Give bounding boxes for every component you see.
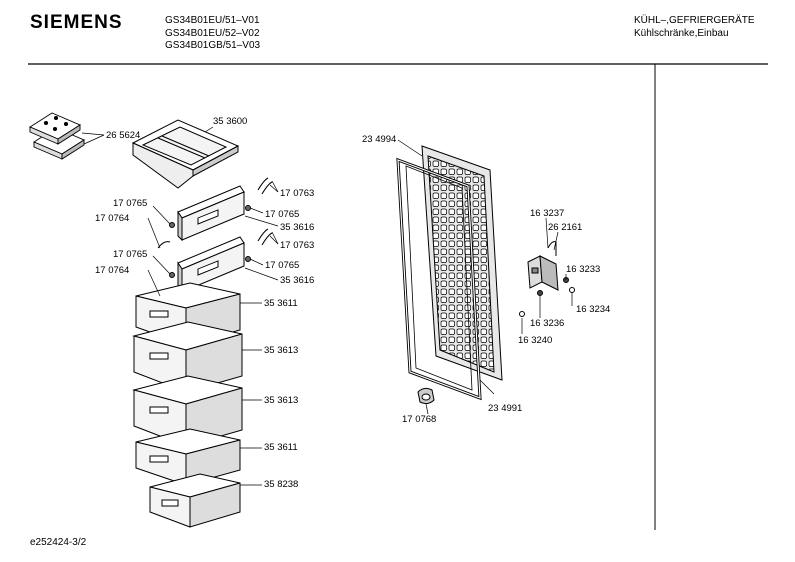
drawer-2 [132,321,243,393]
label-left-spring-a: 17 0764 [95,213,130,224]
label-bracket-screw: 16 3237 [530,208,565,219]
label-door: 23 4994 [362,134,397,145]
model-number-1: GS34B01EU/51–V01 [165,15,260,26]
freezer-flap-a [177,185,245,242]
label-flap-a: 35 3616 [280,222,315,233]
label-cap-b: 16 3240 [518,335,553,346]
category-line-2: Kühlschränke,Einbau [634,27,729,39]
label-bracket-nut: 16 3233 [566,264,601,275]
category: KÜHL–,GEFRIERGERÄTE Kühlschränke,Einbau [634,15,755,40]
diagram-code: e252424-3/2 [30,537,87,548]
label-left-pin-a: 17 0765 [113,198,148,209]
model-number-2: GS34B01EU/52–V02 [165,27,260,39]
label-drawer-2: 35 3613 [264,345,299,356]
label-left-spring-b: 17 0764 [95,265,130,276]
category-line-1: KÜHL–,GEFRIERGERÄTE [634,15,755,26]
label-ice-packs: 26 5624 [106,130,141,141]
door-assembly [396,145,503,401]
label-top-shelf: 35 3600 [213,116,248,127]
label-drawer-1: 35 3611 [264,298,298,309]
drawer-5 [149,473,241,528]
label-cap-a: 16 3236 [530,318,565,329]
label-flap-hinge-b: 17 0763 [280,240,315,251]
label-flap-pin-a: 17 0765 [265,209,300,220]
leader-lines [81,126,573,486]
door-handle [417,387,435,405]
label-door-seal: 23 4991 [488,403,523,414]
label-flap-hinge-a: 17 0763 [280,188,315,199]
label-drawer-3: 35 3613 [264,395,299,406]
label-drawer-4: 35 3611 [264,442,298,453]
label-bracket: 26 2161 [548,222,583,233]
drawers [132,282,243,528]
hinge-parts-left [157,222,175,297]
model-number-3: GS34B01GB/51–V03 [165,40,261,51]
ice-packs [29,112,85,160]
top-shelf-tray [131,119,240,189]
bracket-assembly [519,241,575,317]
label-washer: 16 3234 [576,304,611,315]
label-flap-pin-b: 17 0765 [265,260,300,271]
drawer-4 [135,428,241,486]
brand-logo: SIEMENS [30,12,123,33]
label-left-pin-b: 17 0765 [113,249,148,260]
label-flap-b: 35 3616 [280,275,315,286]
label-door-handle: 17 0768 [402,414,437,425]
label-drawer-5: 35 8238 [264,479,299,490]
model-list: GS34B01EU/51–V01 GS34B01EU/52–V02 GS34B0… [165,15,260,53]
